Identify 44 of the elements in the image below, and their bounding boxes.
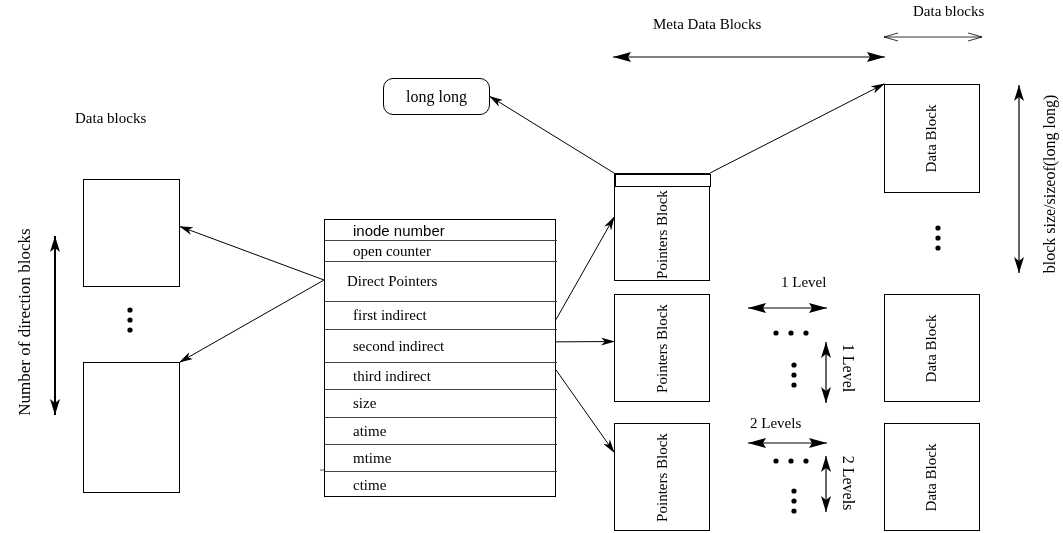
field-label: size: [353, 395, 377, 412]
rounded-box: [383, 78, 490, 115]
data-block-box: [83, 179, 180, 287]
annotation-label: 2 Levels: [750, 415, 802, 432]
field-label: inode number: [353, 221, 445, 239]
arrow: [489, 95, 615, 174]
field-label: first indirect: [353, 307, 427, 324]
block-box: [614, 294, 710, 402]
arrow: [555, 216, 615, 321]
block-label: Pointers Block: [653, 303, 671, 393]
annotation-label: 2 Levels: [839, 455, 857, 511]
block-label: Data Block: [923, 314, 941, 382]
block-label: Pointers Block: [653, 432, 671, 522]
field-label: third indirect: [353, 367, 431, 385]
arrow: [179, 226, 325, 281]
block-box: [884, 423, 980, 531]
block-label: Pointers Block: [653, 189, 671, 279]
field-label: second indirect: [353, 337, 445, 355]
block-label: Data Block: [923, 104, 941, 173]
field-label: ctime: [353, 476, 387, 494]
annotation-label: Meta Data Blocks: [653, 16, 762, 33]
field-label: open counter: [353, 242, 431, 260]
type-label: long long: [406, 87, 467, 106]
arrow: [179, 279, 325, 363]
block-box: [614, 173, 710, 281]
inode-table: [324, 219, 556, 497]
annotation-label: 1 Level: [781, 274, 827, 291]
arrow: [555, 337, 615, 346]
field-label: atime: [353, 422, 387, 440]
annotation-label: Number of direction blocks: [15, 228, 35, 416]
block-box: [884, 294, 980, 402]
arrow: [555, 369, 615, 453]
block-box: [884, 84, 980, 193]
arrow: [709, 83, 885, 174]
annotation-label: Data blocks: [913, 3, 985, 20]
field-label: mtime: [353, 449, 392, 467]
annotation-label: 1 Level: [839, 343, 857, 393]
data-block-box: [83, 362, 180, 493]
annotation-label: block size/sizeof(long long): [1041, 94, 1059, 274]
annotation-label: Data blocks: [75, 110, 147, 127]
pointer-entry: [615, 174, 711, 187]
field-label: Direct Pointers: [347, 273, 438, 290]
block-box: [614, 423, 710, 531]
block-label: Data Block: [923, 443, 941, 511]
